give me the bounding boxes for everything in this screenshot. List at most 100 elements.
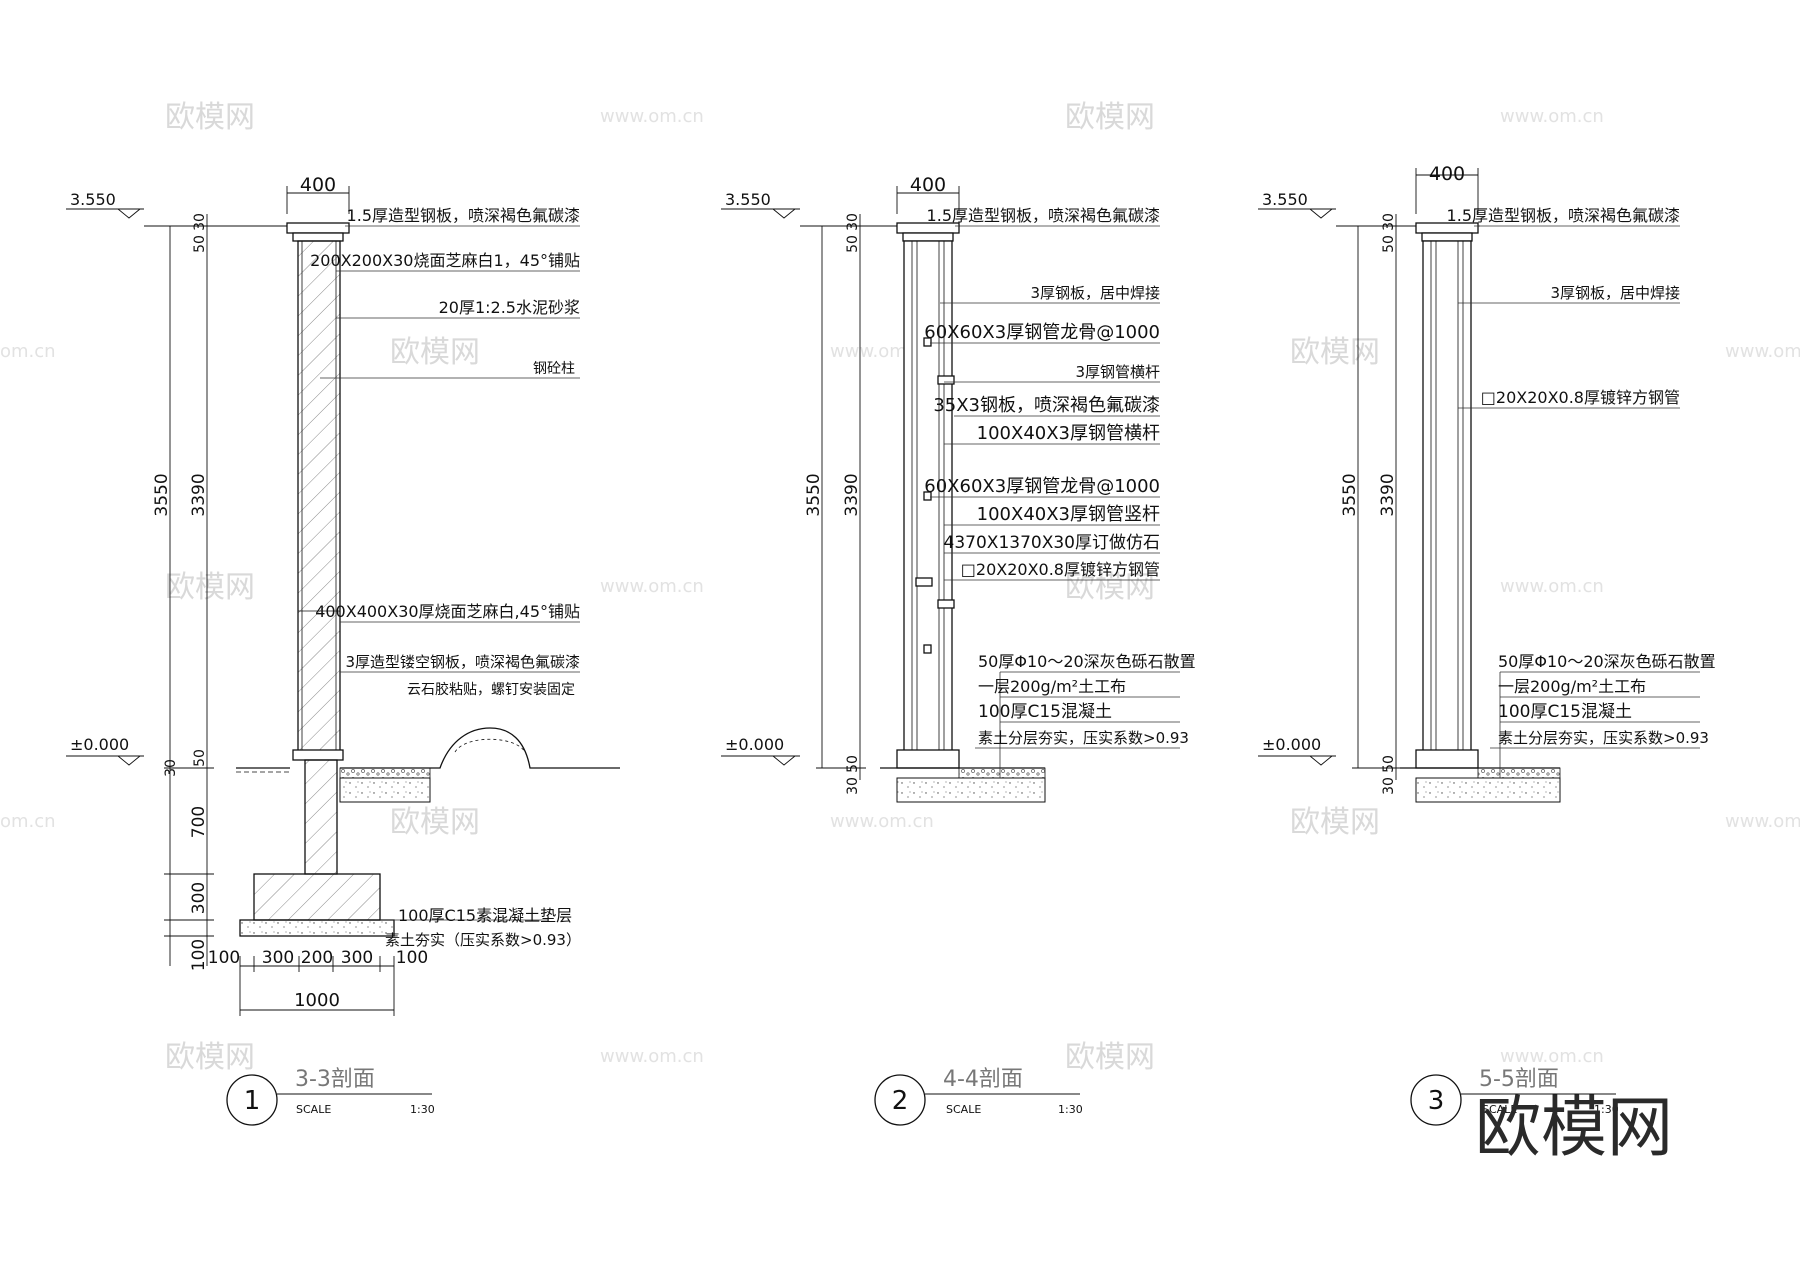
- scale-label: SCALE: [296, 1103, 331, 1116]
- watermark-brand: 欧模网: [1065, 570, 1155, 605]
- watermark-url: www.om.cn: [1725, 341, 1800, 362]
- top-dim-400: 400: [1429, 163, 1465, 185]
- note: 3厚钢板，居中焊接: [1030, 284, 1160, 302]
- watermark-url: www.om.cn: [1725, 811, 1800, 832]
- note: 4370X1370X30厚订做仿石: [944, 533, 1160, 553]
- dim-50: 50: [1381, 755, 1397, 773]
- note: 云石胶粘贴，螺钉安装固定: [407, 681, 575, 698]
- note: 400X400X30厚烧面芝麻白,45°铺贴: [315, 602, 580, 621]
- scale-label: SCALE: [946, 1103, 981, 1116]
- section-4-4: 400 3.550 ±0.000 3550 3390 30 50 50 30: [721, 174, 1196, 1126]
- dim-30: 30: [845, 213, 861, 231]
- watermark-brand: 欧模网: [1065, 1040, 1155, 1075]
- section-title: 3-3剖面: [295, 1067, 375, 1092]
- section-number-circle: [226, 1074, 278, 1126]
- watermark-url: www.om.cn: [830, 811, 934, 832]
- watermark-url: www.om.cn: [1500, 106, 1604, 127]
- section-number-circle: [874, 1074, 926, 1126]
- watermark-layer: 欧模网 www.om.cn 欧模网 www.om.cn om.cn 欧模网 ww…: [0, 100, 1800, 1075]
- watermark-brand: 欧模网: [390, 805, 480, 840]
- scale-value: 1:30: [1058, 1103, 1083, 1116]
- note: □20X20X0.8厚镀锌方钢管: [961, 560, 1160, 579]
- dim-3390: 3390: [1378, 473, 1398, 516]
- note: 钢砼柱: [533, 361, 575, 377]
- note: 素土夯实（压实系数>0.93）: [385, 931, 581, 949]
- watermark-brand: 欧模网: [1065, 100, 1155, 135]
- dim-300: 300: [341, 948, 373, 968]
- elev-zero: ±0.000: [1262, 735, 1321, 754]
- note: 100X40X3厚钢管横杆: [977, 423, 1160, 444]
- dim-30: 30: [845, 777, 861, 795]
- dim-100: 100: [208, 948, 240, 968]
- dim-100: 100: [396, 948, 428, 968]
- dim-300: 300: [262, 948, 294, 968]
- note: 100厚C15素混凝土垫层: [398, 906, 572, 925]
- dim-50: 50: [845, 235, 861, 253]
- note: 20厚1:2.5水泥砂浆: [439, 298, 580, 317]
- dim-3550: 3550: [152, 473, 172, 516]
- note: 100厚C15混凝土: [1498, 702, 1632, 722]
- note: 一层200g/m²土工布: [978, 677, 1126, 696]
- section-title: 5-5剖面: [1479, 1067, 1559, 1092]
- watermark-brand: 欧模网: [165, 100, 255, 135]
- note: 60X60X3厚钢管龙骨@1000: [924, 476, 1160, 497]
- dim-50: 50: [1381, 235, 1397, 253]
- note: 60X60X3厚钢管龙骨@1000: [924, 322, 1160, 343]
- note: 3厚造型镂空钢板，喷深褐色氟碳漆: [345, 653, 580, 671]
- watermark-brand: 欧模网: [165, 1040, 255, 1075]
- dim-700: 700: [189, 806, 209, 838]
- note: 100X40X3厚钢管竖杆: [977, 504, 1160, 525]
- elev-top: 3.550: [1262, 190, 1308, 209]
- dim-50: 50: [192, 749, 208, 767]
- dim-30: 30: [1381, 213, 1397, 231]
- watermark-url: www.om.cn: [600, 576, 704, 597]
- dim-1000: 1000: [294, 990, 340, 1011]
- section-number-circle: [1410, 1074, 1462, 1126]
- watermark-url: www.om.cn: [1500, 576, 1604, 597]
- elev-top: 3.550: [70, 190, 116, 209]
- watermark-brand: 欧模网: [390, 335, 480, 370]
- dim-3390: 3390: [842, 473, 862, 516]
- dim-300: 300: [189, 882, 209, 914]
- dim-50: 50: [845, 755, 861, 773]
- elev-zero: ±0.000: [70, 735, 129, 754]
- note: 200X200X30烧面芝麻白1，45°铺贴: [310, 251, 580, 270]
- section-number: 1: [244, 1086, 261, 1116]
- watermark-url: www.om.cn: [1500, 1046, 1604, 1067]
- dim-3550: 3550: [804, 473, 824, 516]
- dim-30: 30: [163, 759, 179, 777]
- top-dim-400: 400: [910, 174, 946, 196]
- section-title: 4-4剖面: [943, 1067, 1023, 1092]
- note: 1.5厚造型钢板，喷深褐色氟碳漆: [1447, 206, 1680, 225]
- elev-top: 3.550: [725, 190, 771, 209]
- elev-zero: ±0.000: [725, 735, 784, 754]
- note: 3厚钢板，居中焊接: [1550, 284, 1680, 302]
- watermark-url: om.cn: [0, 341, 56, 362]
- note: 35X3钢板，喷深褐色氟碳漆: [933, 395, 1160, 416]
- watermark-logo: 欧模网: [1475, 1089, 1673, 1166]
- note: 100厚C15混凝土: [978, 702, 1112, 722]
- note: 3厚钢管横杆: [1075, 363, 1160, 381]
- watermark-url: www.om.cn: [600, 1046, 704, 1067]
- dim-30: 30: [192, 213, 208, 231]
- note: □20X20X0.8厚镀锌方钢管: [1481, 388, 1680, 407]
- watermark-brand: 欧模网: [165, 570, 255, 605]
- watermark-url: om.cn: [0, 811, 56, 832]
- dim-50: 50: [192, 235, 208, 253]
- scale-label: SCALE: [1482, 1103, 1517, 1116]
- note: 50厚Φ10～20深灰色砾石散置: [978, 652, 1196, 671]
- dim-3390: 3390: [189, 473, 209, 516]
- scale-value: 1:30: [410, 1103, 435, 1116]
- top-dim-400: 400: [300, 174, 336, 196]
- section-number: 3: [1428, 1086, 1445, 1116]
- section-3-3: 400 3.550 ±0.000 3550 3390 30 50 50 30 7…: [66, 174, 620, 1126]
- watermark-url: www.om.cn: [600, 106, 704, 127]
- note: 1.5厚造型钢板，喷深褐色氟碳漆: [927, 206, 1160, 225]
- section-5-5: 400 3.550 ±0.000 3550 3390 30 50 50 30: [1258, 163, 1716, 1126]
- watermark-brand: 欧模网: [1290, 335, 1380, 370]
- dim-100: 100: [189, 939, 209, 971]
- dim-3550: 3550: [1340, 473, 1360, 516]
- scale-value: 1:30: [1594, 1103, 1619, 1116]
- dim-30: 30: [1381, 777, 1397, 795]
